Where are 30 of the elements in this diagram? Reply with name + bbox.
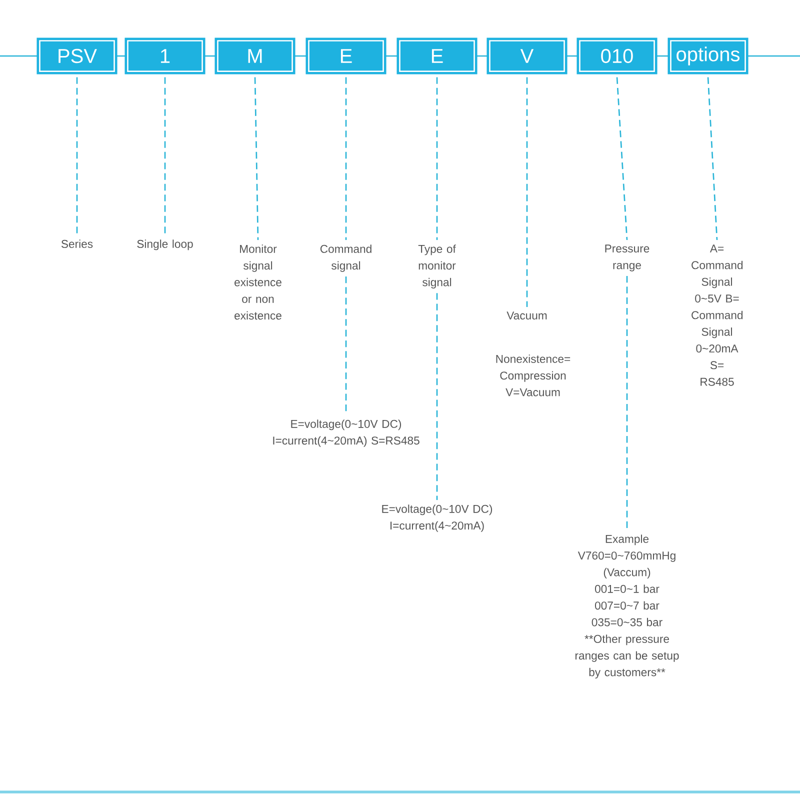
annotation-text: Single loop xyxy=(137,240,193,250)
leader-line xyxy=(254,77,259,240)
annotation-text: Command signal xyxy=(320,244,372,272)
code-box: E xyxy=(306,38,386,74)
annotation-text: E=voltage(0~10V DC) I=current(4~20mA) S=RS485 xyxy=(273,420,420,447)
leader-line xyxy=(616,77,628,240)
leader-line xyxy=(436,293,438,500)
annotation-text: A= Command Signal 0~5V B= Command Signal 0~20mA S= RS485 xyxy=(692,244,743,386)
leader-line xyxy=(164,77,166,235)
leader-line xyxy=(526,77,528,307)
annotation-text: Monitor signal existence or non existence xyxy=(234,244,282,320)
code-box: M xyxy=(214,38,296,74)
annotation-text: Series xyxy=(61,240,93,248)
leader-line xyxy=(345,77,347,240)
annotation-text: Example V760=0~760mmHg (Vaccum) 001=0~1 bar 007=0~7 bar 035=0~35 bar **Other pressure ranges can be setup by customers** xyxy=(575,534,679,678)
annotation-text: E=voltage(0~10V DC) I=current(4~20mA) xyxy=(382,504,492,532)
leader-line xyxy=(436,77,438,240)
leader-line xyxy=(707,77,718,240)
code-box: 010 xyxy=(576,38,658,74)
code-box: 1 xyxy=(124,38,206,74)
annotation-text: Pressure range xyxy=(605,244,650,272)
annotation-text: Type of monitor signal xyxy=(418,244,456,288)
leader-line xyxy=(76,77,78,235)
code-box: E xyxy=(396,38,478,74)
note-text: Nonexistence= Compression V=Vacuum xyxy=(496,354,570,396)
code-box: options xyxy=(668,38,748,74)
annotation-text: Vacuum xyxy=(506,312,547,320)
code-box: V xyxy=(486,38,568,74)
leader-line xyxy=(626,276,628,530)
code-box: PSV xyxy=(36,38,118,74)
